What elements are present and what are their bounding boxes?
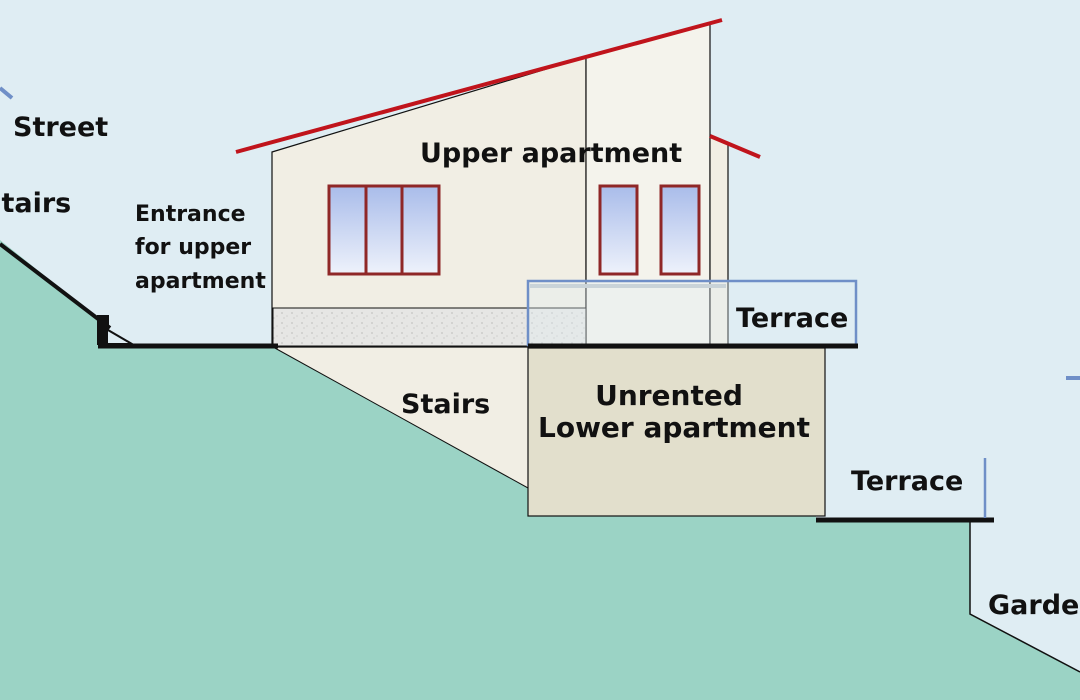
hillside-ground: [0, 240, 1080, 700]
label-upper-apartment: Upper apartment: [420, 138, 682, 169]
label-terrace-upper: Terrace: [736, 303, 848, 334]
label-lower-line2: Lower apartment: [538, 411, 810, 444]
garden-edge: [969, 522, 1080, 673]
entrance-step-block: [98, 316, 108, 346]
label-entrance-line1: Entrance: [135, 202, 246, 227]
label-garden: Garden: [988, 590, 1080, 621]
label-entrance-line3: apartment: [135, 269, 266, 294]
annex-roof: [709, 134, 761, 159]
main-roof: [235, 18, 723, 154]
label-terrace-lower: Terrace: [851, 466, 963, 497]
small-window-right: [659, 184, 701, 276]
gravel-foundation: [272, 307, 587, 347]
label-entrance-line2: for upper: [135, 235, 251, 260]
street-railing-fragment: [0, 86, 14, 100]
small-window-left: [598, 184, 639, 276]
label-stairs-middle: Stairs: [401, 389, 490, 420]
label-lower-line1: Unrented: [595, 379, 743, 412]
triple-window: [327, 184, 441, 276]
label-street: Street: [13, 112, 108, 143]
street-stairs-line: [0, 242, 112, 330]
label-stairs-left: Stairs: [0, 188, 71, 219]
lower-apartment-body: [527, 347, 826, 517]
